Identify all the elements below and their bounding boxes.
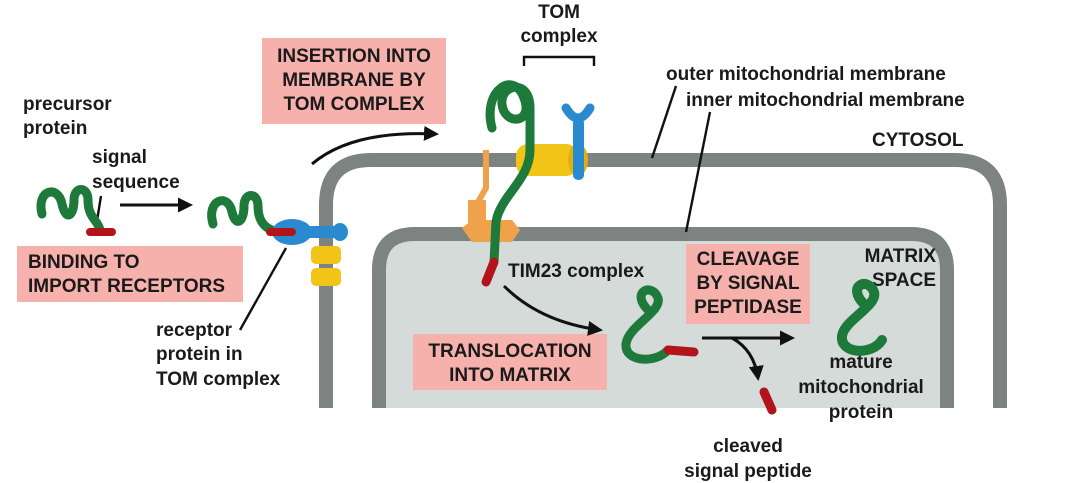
tom-complex-label-2: complex bbox=[520, 26, 598, 47]
receptor-label-2: protein in bbox=[156, 344, 243, 365]
tim23-complex-icon bbox=[462, 150, 520, 242]
precursor-label-1: precursor bbox=[23, 94, 112, 115]
precursor-protein-icon bbox=[36, 185, 116, 236]
step-binding-line-1: BINDING TO bbox=[28, 252, 140, 273]
arrow-to-cleaved bbox=[731, 336, 764, 381]
receptor-label-3: TOM complex bbox=[156, 369, 281, 390]
bound-precursor-icon bbox=[207, 191, 277, 235]
matrix-protein-icon bbox=[621, 285, 699, 364]
step-translocation-line-1: TRANSLOCATION bbox=[428, 341, 591, 362]
receptor-leader bbox=[238, 247, 288, 331]
arrow-to-insertion bbox=[311, 125, 439, 166]
cleaved-peptide-label-2: signal peptide bbox=[684, 461, 812, 482]
matrix-label-2: SPACE bbox=[872, 270, 936, 291]
signal-sequence-label-1: signal bbox=[92, 147, 147, 168]
step-insertion-line-1: INSERTION INTO bbox=[277, 46, 431, 67]
translocating-protein-icon bbox=[481, 80, 535, 287]
cytosol-label: CYTOSOL bbox=[872, 130, 964, 151]
step-insertion-line-2: MEMBRANE BY bbox=[282, 70, 426, 91]
tom-complex-bracket bbox=[522, 55, 596, 66]
cleaved-peptide-label-1: cleaved bbox=[713, 436, 783, 457]
step-insertion-line-3: TOM COMPLEX bbox=[283, 94, 424, 115]
mature-protein-icon bbox=[837, 279, 887, 356]
mature-protein-label-2: mitochondrial bbox=[798, 377, 924, 398]
step-translocation-line-2: INTO MATRIX bbox=[449, 365, 571, 386]
inner-membrane bbox=[372, 227, 954, 408]
outer-membrane bbox=[319, 153, 1007, 408]
tom-complex-label-1: TOM bbox=[538, 2, 580, 23]
tom-channel-lower-icon bbox=[311, 246, 341, 286]
mature-protein-label-3: protein bbox=[829, 402, 893, 423]
receptor-protein-icon bbox=[266, 219, 348, 245]
outer-membrane-leader bbox=[650, 85, 678, 159]
translocating-signal-icon bbox=[481, 257, 499, 287]
step-cleavage-line-2: BY SIGNAL bbox=[696, 273, 800, 294]
signal-sequence-label-2: sequence bbox=[92, 172, 180, 193]
cleaved-signal-peptide-icon bbox=[759, 387, 777, 415]
precursor-label-2: protein bbox=[23, 118, 87, 139]
mature-protein-label-1: mature bbox=[829, 352, 892, 373]
step-cleavage-line-1: CLEAVAGE bbox=[697, 249, 800, 270]
arrow-to-translocation bbox=[502, 284, 603, 336]
receptor-label-1: receptor bbox=[156, 320, 233, 341]
tom-receptor-icon bbox=[561, 103, 595, 180]
step-insertion: INSERTION INTO MEMBRANE BY TOM COMPLEX bbox=[262, 38, 446, 124]
matrix-label-1: MATRIX bbox=[865, 246, 937, 267]
step-binding: BINDING TO IMPORT RECEPTORS bbox=[17, 246, 243, 302]
inner-membrane-leader bbox=[684, 111, 712, 233]
step-cleavage-line-3: PEPTIDASE bbox=[694, 297, 802, 318]
step-binding-line-2: IMPORT RECEPTORS bbox=[28, 276, 225, 297]
tim23-label: TIM23 complex bbox=[508, 261, 645, 282]
step-cleavage: CLEAVAGE BY SIGNAL PEPTIDASE bbox=[686, 244, 810, 324]
inner-membrane-label: inner mitochondrial membrane bbox=[686, 90, 965, 111]
outer-membrane-label: outer mitochondrial membrane bbox=[666, 64, 946, 85]
matrix-signal-icon bbox=[663, 345, 699, 357]
step-translocation: TRANSLOCATION INTO MATRIX bbox=[413, 334, 607, 390]
